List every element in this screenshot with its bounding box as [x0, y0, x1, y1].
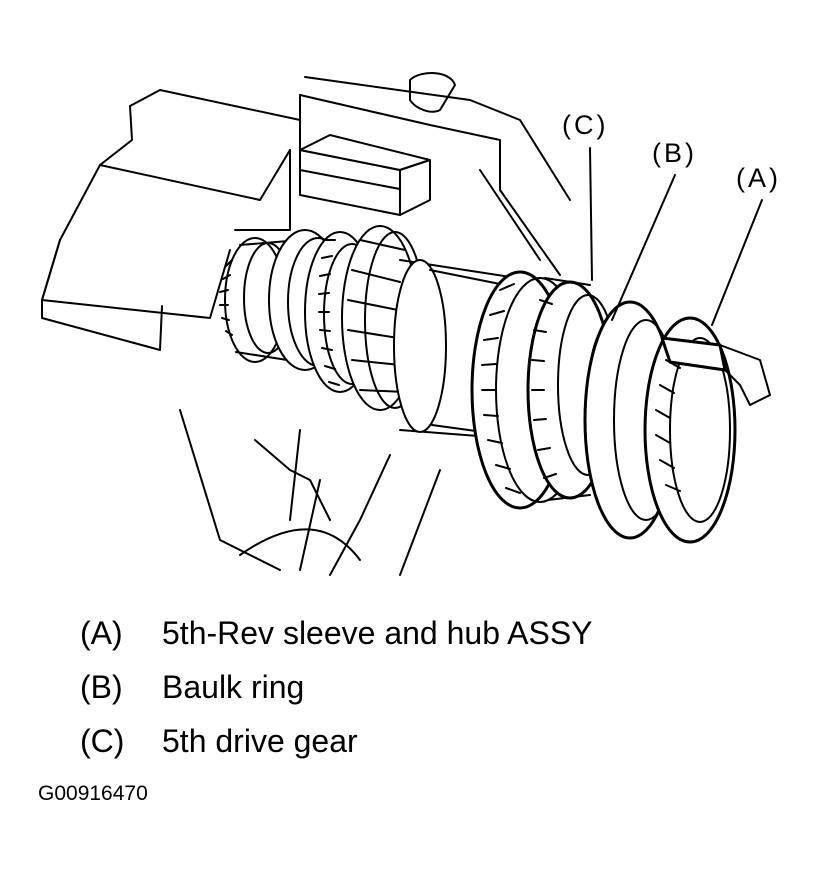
legend-text-c: 5th drive gear: [162, 722, 358, 759]
fifth-drive-gear: [470, 270, 619, 510]
leader-line-c: [589, 147, 593, 281]
shift-rail-block: [299, 134, 431, 216]
legend-key-b: (B): [80, 668, 123, 705]
callout-b: (B): [652, 138, 697, 168]
legend-row-c: (C) 5th drive gear: [80, 714, 593, 768]
case-housing: [41, 72, 571, 576]
figure-reference: G00916470: [38, 782, 148, 805]
legend-key-c: (C): [80, 722, 125, 759]
legend-text-a: 5th-Rev sleeve and hub ASSY: [162, 614, 593, 651]
sleeve-and-hub: [583, 300, 771, 544]
legend-key-a: (A): [80, 614, 123, 651]
callout-c: (C): [562, 110, 608, 140]
legend-row-a: (A) 5th-Rev sleeve and hub ASSY: [80, 606, 593, 660]
legend-text-b: Baulk ring: [162, 668, 305, 705]
legend-row-b: (B) Baulk ring: [80, 660, 593, 714]
transmission-diagram: (C) (B) (A): [41, 72, 781, 576]
callout-a: (A): [736, 163, 781, 193]
left-gear-cluster: [219, 225, 426, 411]
leader-line-b: [611, 174, 676, 321]
leader-line-a: [711, 199, 763, 326]
legend: (A) 5th-Rev sleeve and hub ASSY (B) Baul…: [80, 606, 593, 768]
